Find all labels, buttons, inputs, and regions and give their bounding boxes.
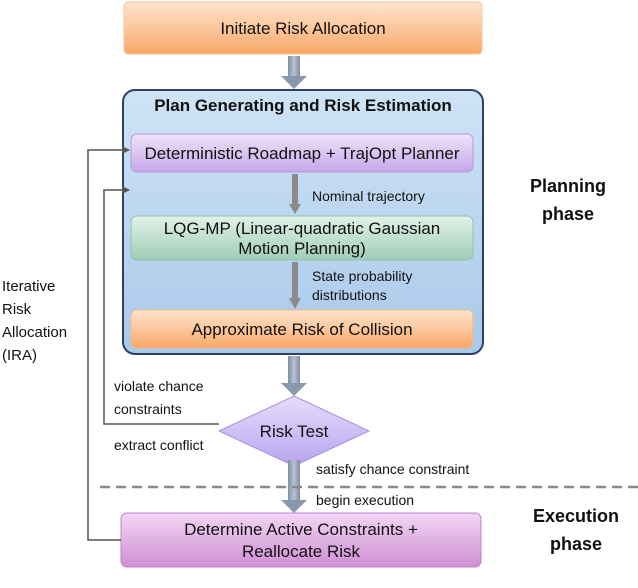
execution-phase-line1: Execution: [533, 506, 619, 526]
label-extract-conflict: extract conflict: [114, 437, 204, 453]
ira-label-line2: Risk: [2, 301, 32, 318]
label-begin-execution: begin execution: [316, 492, 414, 508]
label-state-probability-2: distributions: [312, 287, 387, 303]
approx-label: Approximate Risk of Collision: [191, 320, 412, 339]
label-nominal-trajectory: Nominal trajectory: [312, 188, 425, 204]
ira-label-line4: (IRA): [2, 347, 37, 364]
risk-test-label: Risk Test: [260, 422, 329, 441]
approx-box: [130, 309, 474, 349]
arrow-planner-to-lqg: [289, 174, 301, 214]
ira-label-line3: Allocation: [2, 324, 67, 341]
planning-phase-line1: Planning: [530, 176, 606, 196]
label-violate-2: constraints: [114, 401, 182, 417]
planner-box: [130, 133, 474, 173]
planning-phase-line2: phase: [542, 204, 594, 224]
arrow-panel-to-risk-test: [281, 356, 307, 396]
determine-label-line1: Determine Active Constraints +: [184, 520, 418, 539]
initiate-box: [123, 1, 483, 55]
loop-ira-line: [87, 146, 130, 541]
panel-title: Plan Generating and Risk Estimation: [154, 96, 452, 115]
label-state-probability-1: State probability: [312, 268, 412, 284]
arrow-lqg-to-approx: [289, 262, 301, 309]
label-violate-1: violate chance: [114, 378, 204, 394]
loop-violate-line: [103, 186, 219, 425]
ira-label-line1: Iterative: [2, 278, 55, 295]
arrow-risk-test-to-determine: [281, 460, 307, 513]
lqg-label-line1: LQG-MP (Linear-quadratic Gaussian: [164, 219, 441, 238]
execution-phase-line2: phase: [550, 534, 602, 554]
arrow-initiate-to-panel: [281, 56, 307, 89]
planner-label: Deterministic Roadmap + TrajOpt Planner: [144, 144, 459, 163]
determine-label-line2: Reallocate Risk: [242, 542, 361, 561]
label-satisfy: satisfy chance constraint: [316, 461, 469, 477]
lqg-label-line2: Motion Planning): [238, 239, 366, 258]
lqg-box: [130, 215, 474, 261]
initiate-label: Initiate Risk Allocation: [220, 19, 385, 38]
